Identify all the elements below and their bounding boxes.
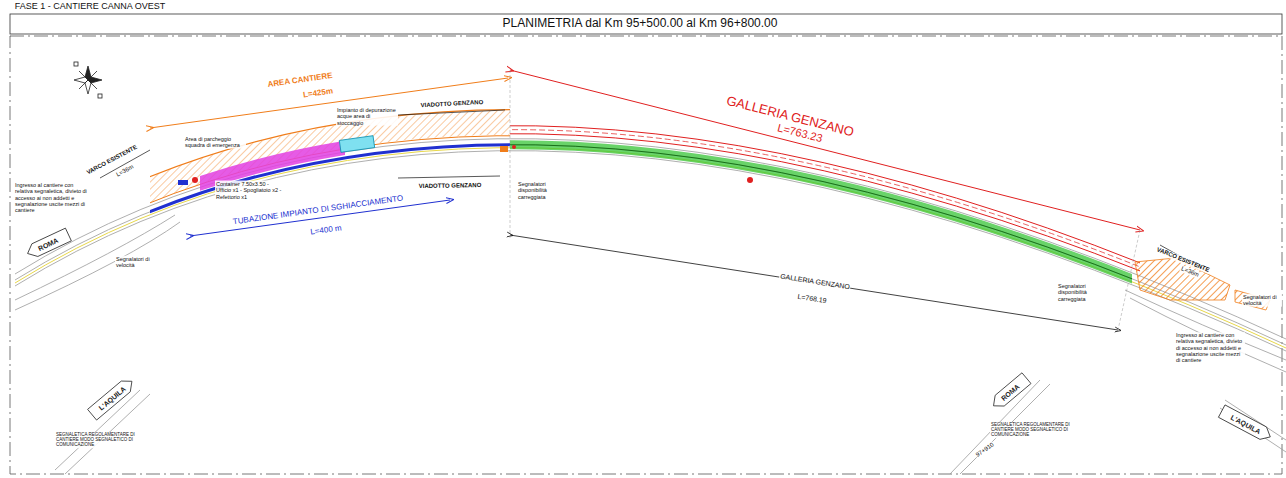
plan-note: Area di parcheggio squadra di emergenza bbox=[184, 136, 246, 149]
plan-note: L=768.19 bbox=[796, 293, 828, 306]
plan-note: Ingresso al cantiere con relativa segnal… bbox=[1175, 332, 1245, 364]
sheet-title: PLANIMETRIA dal Km 95+500.00 al Km 96+80… bbox=[502, 17, 779, 31]
plan-note: Segnalatori disponibilità carreggiata bbox=[1057, 283, 1113, 302]
dimension-label: L=400 m bbox=[309, 223, 343, 237]
direction-arrow: L'AQUILA bbox=[1218, 405, 1273, 443]
plan-note: 97+910 bbox=[974, 441, 996, 459]
plan-note: GALLERIA GENZANO bbox=[779, 272, 852, 291]
plan-note: VIADOTTO GENZANO bbox=[420, 99, 485, 109]
plan-note: Segnalatori di velocità bbox=[1242, 294, 1282, 307]
plan-note: VARCO ESISTENTE bbox=[85, 143, 140, 176]
plan-note: Container 7.50x3.50 - Ufficio x1 - Spogl… bbox=[215, 181, 285, 200]
phase-heading: FASE 1 - CANTIERE CANNA OVEST bbox=[14, 1, 167, 11]
plan-note: Segnalatori di velocità bbox=[115, 256, 165, 269]
plan-note: SEGNALETICA REGOLAMENTARE DI CANTIERE MO… bbox=[990, 422, 1074, 438]
plan-note: Ingresso al cantiere con relativa segnal… bbox=[14, 182, 90, 214]
plan-note: L=36m bbox=[114, 163, 135, 179]
plan-note: VIADOTTO GENZANO bbox=[418, 182, 483, 190]
plan-note: Impianto di depurazione acque area di st… bbox=[336, 107, 398, 126]
direction-arrow: ROMA bbox=[989, 373, 1031, 411]
plan-note: SEGNALETICA REGOLAMENTARE DI CANTIERE MO… bbox=[55, 432, 145, 448]
dimension-label: L=425m bbox=[302, 86, 335, 100]
plan-note: Segnalatori disponibilità carreggiata bbox=[517, 181, 573, 200]
